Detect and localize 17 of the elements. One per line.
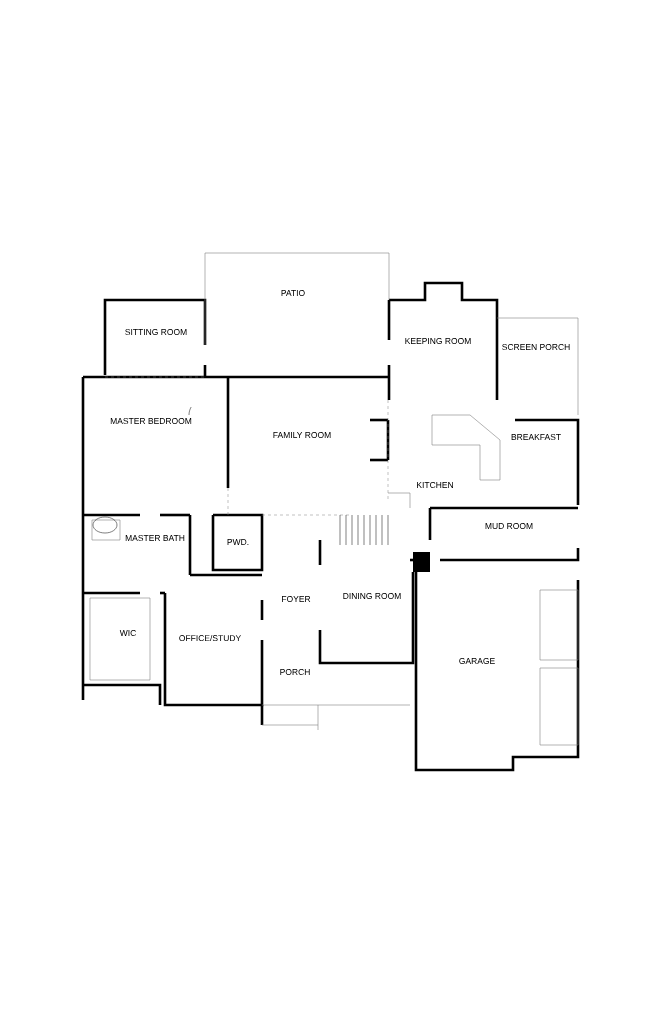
room-label: SITTING ROOM <box>125 329 187 335</box>
room-label: MASTER BEDROOM <box>110 418 192 424</box>
room-label: OFFICE/STUDY <box>179 634 241 642</box>
room-label: PATIO <box>281 290 305 296</box>
room-label: MUD ROOM <box>485 523 533 529</box>
room-label: FOYER <box>282 596 311 602</box>
room-label: KEEPING ROOM <box>405 338 471 344</box>
room-label: FAMILY ROOM <box>273 432 331 438</box>
room-label: PORCH <box>280 669 310 675</box>
room-label: SCREEN PORCH <box>502 344 570 350</box>
room-label: KITCHEN <box>417 482 453 488</box>
room-label: PWD. <box>227 539 249 545</box>
room-label: GARAGE <box>459 658 495 664</box>
room-label: WIC <box>119 630 136 636</box>
room-label: MASTER BATH <box>125 535 185 541</box>
room-label: DINING ROOM <box>343 593 401 599</box>
room-label: BREAKFAST <box>511 434 561 440</box>
